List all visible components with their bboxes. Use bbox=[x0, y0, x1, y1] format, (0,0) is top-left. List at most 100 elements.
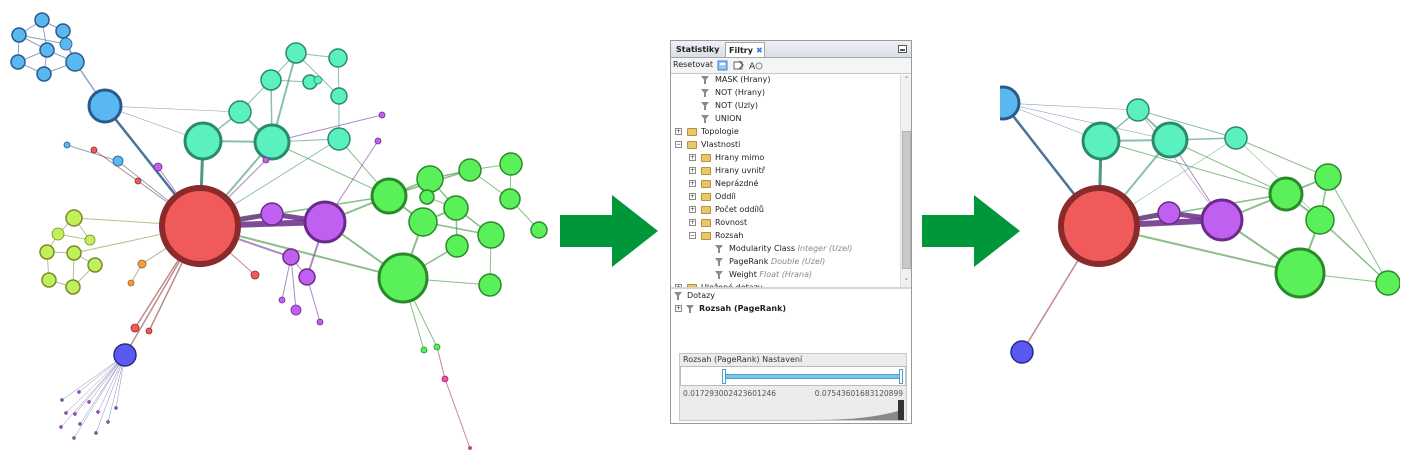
tree-item-label: Hrany mimo bbox=[715, 153, 765, 162]
tree-item[interactable]: Vlastnosti bbox=[701, 138, 740, 151]
original-network-graph bbox=[10, 12, 548, 450]
expand-icon[interactable]: + bbox=[689, 180, 696, 187]
graph-edge bbox=[290, 256, 297, 311]
graph-node bbox=[1314, 163, 1342, 191]
graph-node bbox=[260, 69, 282, 91]
expand-icon[interactable]: + bbox=[689, 167, 696, 174]
expand-icon[interactable]: + bbox=[675, 128, 682, 135]
scroll-down-icon[interactable]: ˅ bbox=[904, 278, 909, 286]
graph-node bbox=[87, 88, 123, 124]
tree-item[interactable]: Oddíl bbox=[715, 190, 736, 203]
panel-tabs: Statistiky Filtry✖ bbox=[671, 41, 911, 58]
slider-track bbox=[724, 374, 902, 379]
tree-item[interactable]: Hrany mimo bbox=[715, 151, 764, 164]
tab-filters[interactable]: Filtry✖ bbox=[725, 42, 765, 57]
tree-item-label: UNION bbox=[715, 114, 742, 123]
graph-node bbox=[1000, 85, 1021, 121]
graph-node bbox=[153, 162, 163, 172]
graph-node bbox=[374, 137, 382, 145]
query-item[interactable]: Rozsah (PageRank) bbox=[699, 304, 787, 313]
graph-node bbox=[94, 431, 98, 435]
tree-item[interactable]: Neprázdné bbox=[715, 177, 758, 190]
filter-settings-icon[interactable] bbox=[717, 60, 728, 71]
tree-item-label: NOT (Uzly) bbox=[715, 101, 758, 110]
expand-icon[interactable]: + bbox=[689, 154, 696, 161]
tree-scrollbar[interactable]: ˄ ˅ bbox=[900, 75, 911, 287]
minimize-icon[interactable] bbox=[898, 45, 907, 53]
scroll-up-icon[interactable]: ˄ bbox=[904, 76, 909, 84]
expand-icon[interactable]: + bbox=[675, 284, 682, 287]
expand-icon[interactable]: + bbox=[675, 305, 682, 312]
tree-item[interactable]: Weight Float (Hrana) bbox=[729, 268, 812, 281]
tree-item-label: Neprázdné bbox=[715, 179, 759, 188]
export-icon[interactable] bbox=[733, 60, 744, 71]
graph-node bbox=[11, 27, 27, 43]
expand-icon[interactable]: + bbox=[689, 206, 696, 213]
graph-node bbox=[34, 12, 50, 28]
tree-item[interactable]: Uložené dotazy bbox=[701, 281, 763, 287]
tree-item[interactable]: Topologie bbox=[701, 125, 739, 138]
tree-item[interactable]: NOT (Uzly) bbox=[715, 99, 758, 112]
graph-node bbox=[499, 152, 523, 176]
tree-item[interactable]: MASK (Hrany) bbox=[715, 75, 771, 86]
folder-icon bbox=[701, 206, 711, 214]
collapse-icon[interactable]: − bbox=[675, 141, 682, 148]
tree-item[interactable]: Modularity Class Integer (Uzel) bbox=[729, 242, 852, 255]
graph-node bbox=[1375, 270, 1400, 296]
tree-item-label: Rovnost bbox=[715, 218, 748, 227]
reset-button[interactable]: Resetovat bbox=[673, 60, 714, 69]
tree-item[interactable]: Hrany uvnitř bbox=[715, 164, 765, 177]
graph-node bbox=[478, 273, 502, 297]
tree-item[interactable]: Rovnost bbox=[715, 216, 747, 229]
graph-node bbox=[433, 343, 441, 351]
scroll-thumb[interactable] bbox=[902, 131, 911, 269]
graph-node bbox=[1224, 126, 1248, 150]
slider-handle-max[interactable] bbox=[899, 369, 903, 384]
collapse-icon[interactable]: − bbox=[689, 232, 696, 239]
tab-statistics[interactable]: Statistiky bbox=[676, 45, 720, 54]
tree-item[interactable]: UNION bbox=[715, 112, 741, 125]
graph-node bbox=[73, 412, 77, 416]
graph-edge bbox=[1002, 102, 1139, 111]
tree-item[interactable]: PageRank Double (Uzel) bbox=[729, 255, 825, 268]
tree-item-type: Integer (Uzel) bbox=[795, 244, 853, 253]
graph-node bbox=[72, 436, 76, 440]
funnel-icon bbox=[701, 115, 709, 123]
graph-node bbox=[1268, 176, 1304, 212]
graph-edge bbox=[444, 378, 471, 449]
graph-node bbox=[1274, 247, 1326, 299]
splitter[interactable] bbox=[671, 287, 911, 289]
graph-node bbox=[443, 195, 469, 221]
graph-node bbox=[90, 146, 98, 154]
tree-item-label: PageRank bbox=[729, 257, 769, 266]
slider-handle-min[interactable] bbox=[722, 369, 726, 384]
expand-icon[interactable]: + bbox=[689, 193, 696, 200]
graph-edge bbox=[79, 354, 126, 425]
graph-node bbox=[290, 304, 302, 316]
graph-node bbox=[499, 188, 521, 210]
close-icon[interactable]: ✖ bbox=[755, 46, 763, 55]
graph-node bbox=[328, 48, 348, 68]
expand-icon[interactable]: + bbox=[689, 219, 696, 226]
folder-icon bbox=[701, 167, 711, 175]
range-max-value: 0.07543601683120899 bbox=[814, 389, 903, 398]
graph-node bbox=[96, 410, 100, 414]
text-filter-icon[interactable]: A bbox=[749, 60, 763, 71]
graph-node bbox=[39, 244, 55, 260]
graph-node bbox=[458, 158, 482, 182]
graph-node bbox=[1157, 201, 1181, 225]
graph-edge bbox=[73, 354, 126, 439]
range-slider[interactable] bbox=[680, 366, 906, 386]
graph-node bbox=[327, 127, 351, 151]
graph-edge bbox=[1137, 109, 1237, 139]
graph-node bbox=[1151, 121, 1189, 159]
tree-item[interactable]: Rozsah bbox=[715, 229, 743, 242]
graph-node bbox=[477, 221, 505, 249]
tree-item-label: Weight bbox=[729, 270, 757, 279]
queries-section: Dotazy + Rozsah (PageRank) bbox=[671, 289, 911, 349]
tree-item[interactable]: NOT (Hrany) bbox=[715, 86, 765, 99]
graph-node bbox=[59, 425, 63, 429]
graph-node bbox=[419, 189, 435, 205]
graph-node bbox=[65, 52, 85, 72]
tree-item[interactable]: Počet oddílů bbox=[715, 203, 764, 216]
